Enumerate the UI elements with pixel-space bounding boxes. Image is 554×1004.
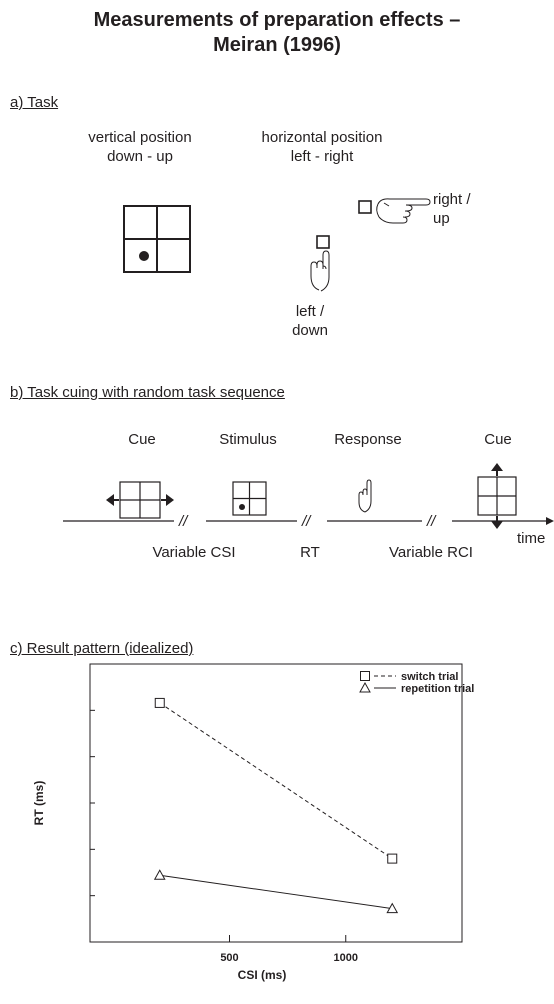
header-cue-2: Cue <box>484 431 512 448</box>
pointing-hand-icon <box>358 479 372 513</box>
dot-icon <box>139 251 149 261</box>
right-up-line-2: up <box>433 210 450 227</box>
vertical-line-2: down - up <box>107 148 173 165</box>
left-down-line-2: down <box>292 322 328 339</box>
header-stimulus: Stimulus <box>219 431 277 448</box>
x-tick-label: 1000 <box>334 952 358 964</box>
label-rt: RT <box>300 544 320 561</box>
timeline-break-3: // <box>427 513 436 530</box>
vertical-position-text: vertical position down - up <box>50 128 230 166</box>
grid-2x2-icon <box>123 205 191 273</box>
y-axis-title: RT (ms) <box>32 781 46 826</box>
pointing-hand-right-icon <box>376 198 431 224</box>
horizontal-line-2: left - right <box>290 148 354 165</box>
data-point-triangle <box>153 869 166 880</box>
plot-frame <box>89 663 463 943</box>
header-cue: Cue <box>128 431 156 448</box>
header-response: Response <box>334 431 402 448</box>
label-variable-csi: Variable CSI <box>152 544 236 561</box>
horizontal-position-text: horizontal position left - right <box>222 128 422 166</box>
data-point-triangle <box>386 902 399 914</box>
right-up-line-1: right / <box>433 191 471 208</box>
square-icon <box>358 200 372 214</box>
time-arrow-icon <box>63 517 554 525</box>
x-tick-label: 500 <box>220 952 238 964</box>
cue-left-right-arrows-icon <box>106 481 174 519</box>
section-c-label: c) Result pattern (idealized) <box>10 640 194 657</box>
stimulus-grid-dot-icon <box>232 481 267 516</box>
section-b-label: b) Task cuing with random task sequence <box>10 384 285 401</box>
x-axis-title: CSI (ms) <box>238 968 287 982</box>
right-up-text: right / up <box>433 190 471 228</box>
left-down-line-1: left / <box>295 303 325 320</box>
series-line-square <box>159 702 393 860</box>
label-time: time <box>517 530 546 547</box>
page-title: Measurements of preparation effects – Me… <box>0 8 554 58</box>
left-down-text: left / down <box>280 302 340 340</box>
timeline-break-1: // <box>179 513 188 530</box>
pointing-hand-up-icon <box>310 250 330 292</box>
label-variable-rci: Variable RCI <box>389 544 473 561</box>
horizontal-line-1: horizontal position <box>261 129 383 146</box>
section-a-label: a) Task <box>10 94 59 111</box>
series-line-triangle <box>159 874 393 910</box>
timeline-break-2: // <box>302 513 311 530</box>
vertical-line-1: vertical position <box>88 129 192 146</box>
square-icon-2 <box>316 235 330 249</box>
legend-label: repetition trial <box>401 683 474 695</box>
title-line-2: Meiran (1996) <box>213 34 341 56</box>
legend-label: switch trial <box>401 671 458 683</box>
legend-marker-square <box>360 671 370 681</box>
title-line-1: Measurements of preparation effects – <box>93 9 461 31</box>
data-point-square <box>154 697 165 708</box>
data-point-square <box>387 853 398 864</box>
legend-marker-triangle <box>359 681 371 693</box>
